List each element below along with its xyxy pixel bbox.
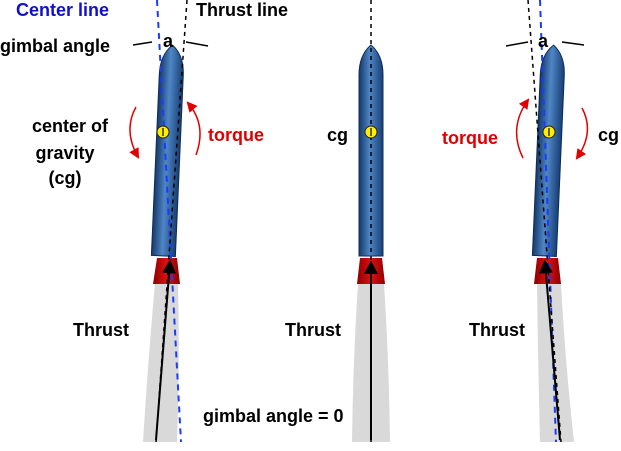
exhaust-plume xyxy=(537,284,574,442)
gimbal-angle-label: gimbal angle xyxy=(0,36,110,56)
gimbal-tick-right xyxy=(561,41,585,46)
rocket-nozzle xyxy=(153,258,180,284)
rocket-right xyxy=(505,0,589,443)
center-line xyxy=(156,0,182,443)
cg-label-center: cg xyxy=(327,125,348,145)
torque-label-left: torque xyxy=(208,125,264,145)
gimbal-tick-right xyxy=(185,41,209,47)
gimbal-zero-label: gimbal angle = 0 xyxy=(203,406,344,426)
thrust-label-left: Thrust xyxy=(73,320,129,340)
torque-label-right: torque xyxy=(442,128,498,148)
thrust-arrow xyxy=(155,259,177,441)
gimbal-tick-left xyxy=(132,41,153,46)
torque-arrow-right xyxy=(575,107,589,160)
cog-label-line3: (cg) xyxy=(49,168,82,188)
thrust-arrow xyxy=(538,259,561,441)
torque-arrow-right xyxy=(186,101,201,156)
rocket-body xyxy=(531,44,565,257)
gimbal-tick-left xyxy=(505,41,529,47)
torque-arrow-left xyxy=(129,106,140,159)
cg-label-right: cg xyxy=(598,125,619,145)
thrust-line xyxy=(527,0,562,443)
rocket-left xyxy=(129,0,209,443)
thrust-label-right: Thrust xyxy=(469,320,525,340)
thrust-line-label: Thrust line xyxy=(196,0,288,20)
cog-label-line1: center of xyxy=(32,116,109,136)
cog-label-line2: gravity xyxy=(35,143,94,163)
torque-arrow-left xyxy=(515,98,530,159)
rocket-body xyxy=(358,44,384,257)
center-line-label: Center line xyxy=(16,0,109,20)
angle-symbol-right: a xyxy=(538,31,549,51)
rocket-center xyxy=(352,0,390,442)
rocket-body xyxy=(150,44,184,257)
angle-symbol-left: a xyxy=(163,31,174,51)
thrust-label-center: Thrust xyxy=(285,320,341,340)
